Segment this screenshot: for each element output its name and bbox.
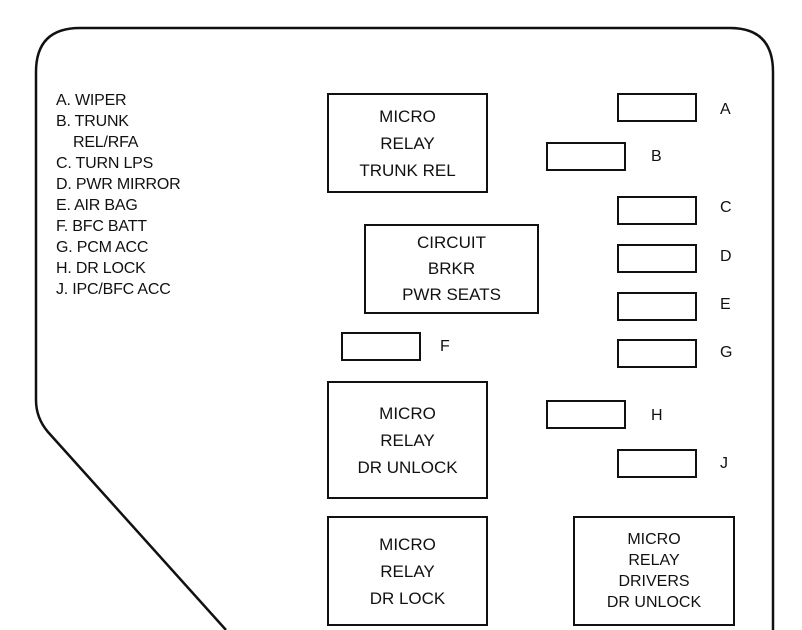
- legend-item: REL/RFA: [56, 134, 139, 151]
- fuse-c: [617, 196, 697, 225]
- fuse-h: [546, 400, 626, 429]
- relay-label: MICRO: [379, 403, 436, 423]
- legend-item: B. TRUNK: [56, 113, 129, 130]
- relay-dr-unlock: MICRO RELAY DR UNLOCK: [327, 381, 488, 499]
- relay-label: MICRO: [379, 106, 436, 126]
- fuse-d: [617, 244, 697, 273]
- relay-label: RELAY: [380, 430, 435, 450]
- legend-item: E. AIR BAG: [56, 197, 138, 214]
- relay-label: RELAY: [380, 561, 435, 581]
- fuse-legend: A. WIPER B. TRUNK REL/RFA C. TURN LPS D.…: [56, 90, 181, 300]
- relay-label: DR LOCK: [369, 588, 446, 608]
- legend-item: J. IPC/BFC ACC: [56, 281, 171, 298]
- breaker-label: BRKR: [427, 259, 476, 278]
- relay-label: DRIVERS: [618, 573, 690, 590]
- relay-label: RELAY: [380, 133, 435, 153]
- fuse-g: [617, 339, 697, 368]
- breaker-label: PWR SEATS: [402, 285, 501, 304]
- relay-drivers-dr-unlock: MICRO RELAY DRIVERS DR UNLOCK: [573, 516, 735, 626]
- fuse-label-f: F: [440, 338, 450, 355]
- fuse-b: [546, 142, 626, 171]
- legend-item: D. PWR MIRROR: [56, 176, 181, 193]
- legend-item: G. PCM ACC: [56, 239, 149, 256]
- fuse-label-b: B: [651, 148, 662, 165]
- fuse-label-d: D: [720, 248, 732, 265]
- legend-item: H. DR LOCK: [56, 260, 146, 277]
- fuse-label-g: G: [720, 344, 733, 361]
- fuse-label-e: E: [720, 296, 731, 313]
- relay-trunk-rel: MICRO RELAY TRUNK REL: [327, 93, 488, 193]
- fuse-label-a: A: [720, 101, 731, 118]
- legend-item: C. TURN LPS: [56, 155, 154, 172]
- fuse-e: [617, 292, 697, 321]
- circuit-breaker-pwr-seats: CIRCUIT BRKR PWR SEATS: [364, 224, 539, 314]
- fuse-j: [617, 449, 697, 478]
- fuse-f: [341, 332, 421, 361]
- relay-label: RELAY: [628, 552, 680, 569]
- relay-label: DR UNLOCK: [357, 457, 458, 477]
- legend-item: A. WIPER: [56, 92, 127, 109]
- relay-dr-lock: MICRO RELAY DR LOCK: [327, 516, 488, 626]
- legend-item: F. BFC BATT: [56, 218, 147, 235]
- breaker-label: CIRCUIT: [417, 233, 486, 252]
- fuse-a: [617, 93, 697, 122]
- fuse-label-c: C: [720, 199, 732, 216]
- fuse-label-j: J: [720, 455, 728, 472]
- fuse-label-h: H: [651, 407, 663, 424]
- relay-label: MICRO: [379, 534, 436, 554]
- relay-label: TRUNK REL: [359, 160, 456, 180]
- relay-label: MICRO: [627, 531, 681, 548]
- relay-label: DR UNLOCK: [606, 594, 702, 611]
